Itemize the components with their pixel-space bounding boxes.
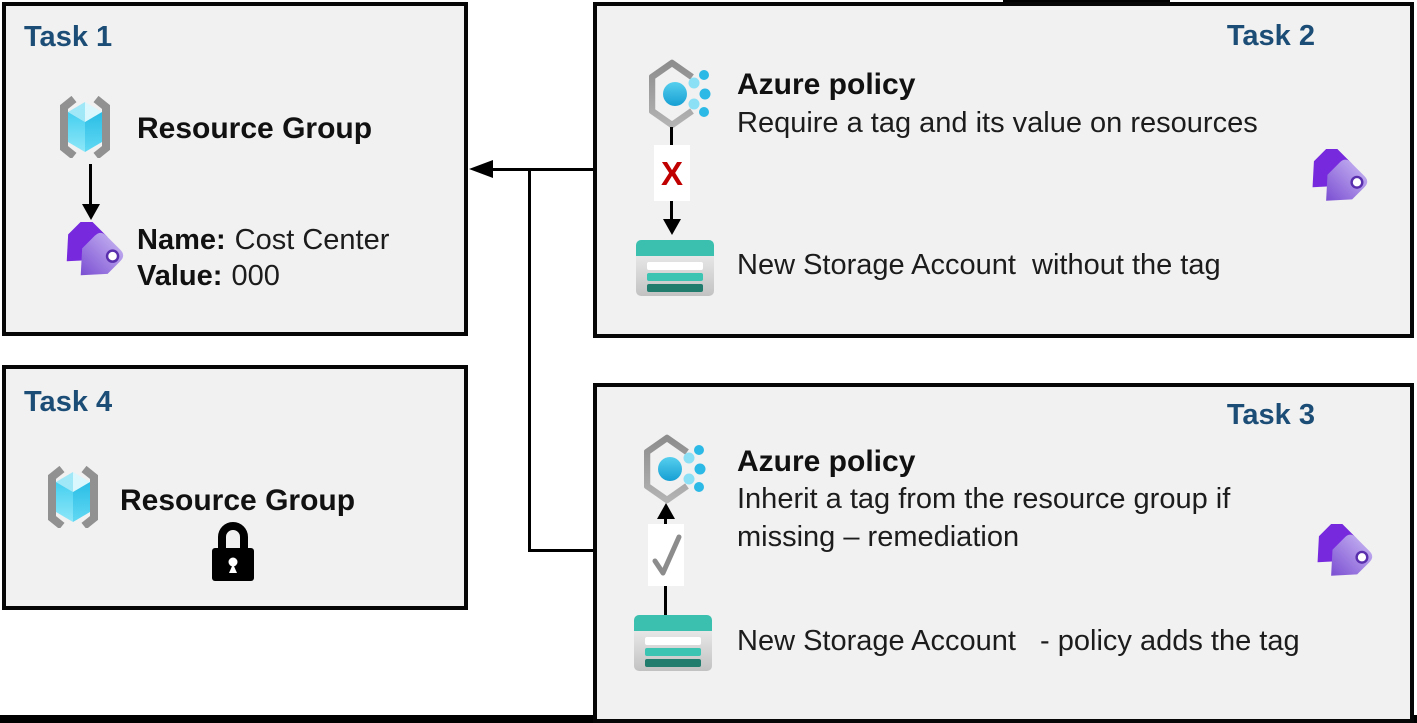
task2-box: Task 2 Azure policy Require a tag and it… <box>593 2 1414 338</box>
checkmark-icon <box>648 524 684 586</box>
task4-title: Task 4 <box>24 386 113 418</box>
tag-icon <box>61 222 125 298</box>
task3-storage-caption: New Storage Account - policy adds the ta… <box>737 625 1300 657</box>
task2-storage-caption: New Storage Account without the tag <box>737 249 1221 281</box>
task2-arrow-line-upper <box>670 127 673 145</box>
azure-policy-icon <box>644 434 708 504</box>
task3-policy-description-line2: missing – remediation <box>737 521 1020 553</box>
task2-arrow-line-lower <box>670 201 673 221</box>
tag-value-value: 000 <box>231 260 280 292</box>
tag-value-line: Value: 000 <box>137 260 280 293</box>
task1-title: Task 1 <box>24 21 113 53</box>
task3-arrowhead-up <box>657 503 675 519</box>
denied-x-marker: X <box>654 145 690 201</box>
tag-value-label: Value: <box>137 260 223 292</box>
task3-box: Task 3 Azure policy Inherit a tag from t… <box>593 383 1414 723</box>
tag-name-value: Cost Center <box>234 224 390 256</box>
tag-icon <box>1312 524 1374 598</box>
tag-icon <box>1307 149 1369 223</box>
lock-icon <box>212 520 254 582</box>
flow-arrowhead-to-task1 <box>469 160 493 178</box>
resource-group-icon <box>40 466 106 528</box>
flow-line-task3-branch <box>528 549 593 552</box>
task2-policy-description: Require a tag and its value on resources <box>737 107 1258 139</box>
task3-policy-description-line1: Inherit a tag from the resource group if <box>737 483 1231 515</box>
task2-arrowhead-down <box>663 219 681 235</box>
storage-account-icon <box>636 240 714 296</box>
tag-name-line: Name: Cost Center <box>137 224 389 257</box>
task4-box: Task 4 Resource Group <box>2 365 468 610</box>
task3-title: Task 3 <box>1226 399 1315 431</box>
task4-resource-group-label: Resource Group <box>120 484 356 517</box>
task2-title: Task 2 <box>1226 20 1315 52</box>
task3-policy-title: Azure policy <box>737 445 916 478</box>
storage-account-icon <box>634 615 712 671</box>
task2-policy-title: Azure policy <box>737 68 916 101</box>
azure-policy-icon <box>649 59 713 129</box>
task1-arrowhead-down <box>82 204 100 220</box>
tag-name-label: Name: <box>137 224 226 256</box>
flow-line-task2-to-task1 <box>491 168 593 171</box>
flow-line-vertical <box>528 168 531 552</box>
task1-arrow-line <box>89 164 92 206</box>
task1-box: Task 1 Resource Group <box>2 2 468 336</box>
resource-group-icon <box>52 96 118 158</box>
task1-resource-group-label: Resource Group <box>137 112 373 145</box>
